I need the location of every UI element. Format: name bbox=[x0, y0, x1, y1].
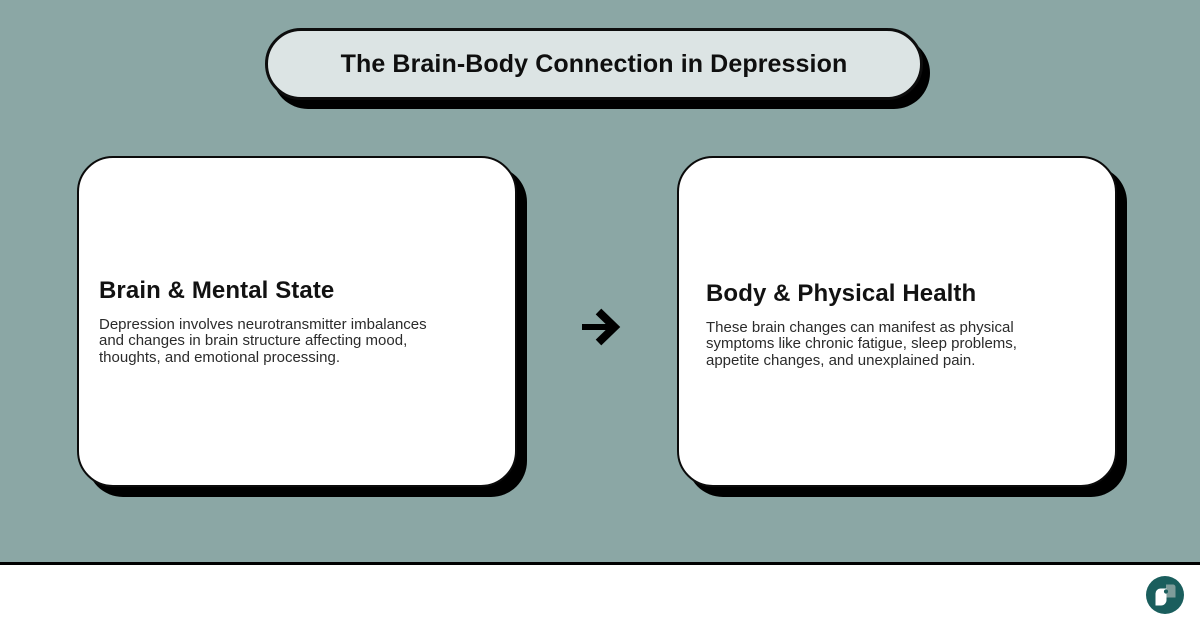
footer-strip bbox=[0, 562, 1200, 630]
card-brain-mental-state: Brain & Mental State Depression involves… bbox=[77, 156, 517, 487]
page-title: The Brain-Body Connection in Depression bbox=[340, 49, 848, 78]
card-body-text: Depression involves neurotransmitter imb… bbox=[99, 315, 427, 366]
card-heading: Brain & Mental State bbox=[99, 276, 335, 304]
connector bbox=[576, 303, 624, 351]
brand-logo bbox=[1146, 576, 1184, 614]
brand-logo-icon bbox=[1146, 576, 1184, 614]
card-heading: Body & Physical Health bbox=[706, 279, 977, 307]
arrow-right-icon bbox=[582, 308, 621, 346]
card-body-physical-health: Body & Physical Health These brain chang… bbox=[677, 156, 1117, 487]
title-banner: The Brain-Body Connection in Depression bbox=[265, 28, 923, 100]
card-body-text: These brain changes can manifest as phys… bbox=[706, 318, 1017, 369]
